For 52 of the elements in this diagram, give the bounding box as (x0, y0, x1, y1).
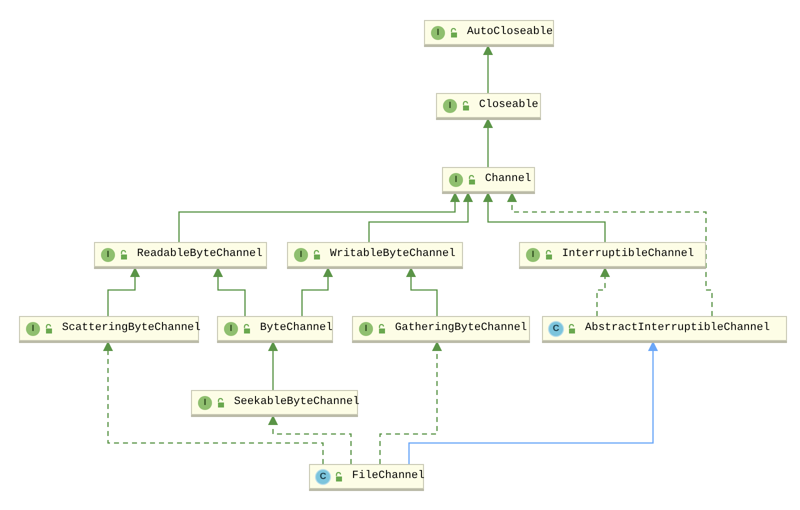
type-badge: C (549, 322, 563, 336)
inheritance-arrow (268, 415, 352, 464)
class-box (309, 464, 424, 489)
class-box (424, 20, 554, 45)
type-badge: I (198, 396, 212, 410)
class-name: GatheringByteChannel (395, 321, 528, 336)
type-badge: I (449, 172, 463, 186)
type-badge: I (294, 248, 308, 262)
inheritance-arrow (406, 267, 438, 316)
class-name: SeekableByteChannel (234, 395, 360, 410)
class-box (191, 390, 358, 415)
class-name: FileChannel (352, 469, 425, 484)
class-name: Closeable (479, 98, 538, 114)
inheritance-arrow (379, 341, 442, 464)
class-box (217, 316, 333, 341)
type-badge: I (101, 248, 115, 262)
inheritance-arrow (483, 192, 606, 242)
type-badge: I (443, 98, 457, 112)
type-badge: I (359, 322, 373, 336)
class-name: AutoCloseable (467, 25, 553, 40)
class-box (436, 93, 541, 118)
inheritance-arrow (368, 192, 473, 242)
inheritance-arrow (268, 341, 278, 390)
class-box (519, 242, 706, 267)
inheritance-arrow (483, 45, 493, 93)
class-box (442, 167, 535, 192)
class-box (94, 242, 267, 267)
inheritance-arrow (107, 267, 140, 316)
class-name: AbstractInterruptibleChannel (585, 321, 770, 336)
class-name: WritableByteChannel (330, 247, 456, 262)
class-box (287, 242, 463, 267)
class-box (352, 316, 530, 341)
class-name: ReadableByteChannel (137, 247, 262, 262)
class-box (542, 316, 787, 341)
inheritance-arrow (213, 267, 246, 316)
inheritance-arrow (178, 192, 460, 242)
class-box (19, 316, 199, 341)
class-name: ByteChannel (260, 321, 333, 336)
inheritance-arrow (103, 341, 324, 464)
inheritance-arrow (301, 267, 333, 316)
type-badge: I (526, 248, 540, 262)
inheritance-arrow (483, 118, 493, 167)
inheritance-arrow (408, 341, 658, 464)
type-badge: I (26, 322, 40, 336)
class-name: ScatteringByteChannel (62, 321, 201, 336)
type-badge: I (431, 26, 445, 40)
class-name: Channel (485, 172, 532, 188)
inheritance-arrow (596, 267, 610, 316)
type-badge: C (316, 470, 330, 484)
class-name: InterruptibleChannel (562, 247, 694, 262)
type-badge: I (224, 322, 238, 336)
inheritance-arrow (507, 192, 713, 316)
